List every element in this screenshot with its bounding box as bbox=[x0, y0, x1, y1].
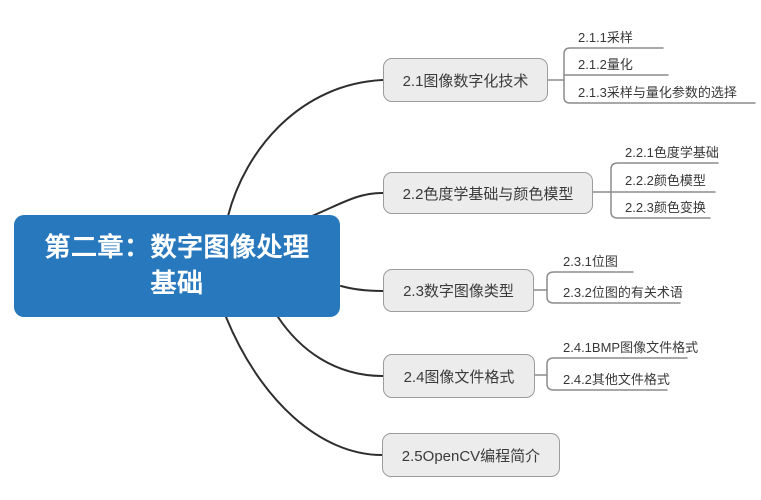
root-node[interactable]: 第二章：数字图像处理基础 bbox=[14, 215, 340, 317]
curve-root-to-branch-2-4 bbox=[277, 316, 384, 377]
leaf-node-2-3-1[interactable]: 2.3.1位图 bbox=[563, 254, 618, 269]
leaf-node-2-2-3[interactable]: 2.2.3颜色变换 bbox=[625, 200, 706, 215]
branch-node-2-4-label: 2.4图像文件格式 bbox=[403, 368, 515, 386]
curve-root-to-branch-2-5 bbox=[225, 316, 383, 456]
leaf-node-2-3-2[interactable]: 2.3.2位图的有关术语 bbox=[563, 285, 683, 300]
branch-node-2-4[interactable]: 2.4图像文件格式 bbox=[383, 354, 535, 398]
branch-node-2-1-label: 2.1图像数字化技术 bbox=[402, 72, 529, 90]
bracket-branch-2-2 bbox=[610, 162, 719, 219]
branch-node-2-2[interactable]: 2.2色度学基础与颜色模型 bbox=[383, 172, 593, 214]
leaf-node-2-1-3[interactable]: 2.1.3采样与量化参数的选择 bbox=[578, 85, 737, 100]
branch-node-2-1[interactable]: 2.1图像数字化技术 bbox=[383, 58, 548, 102]
curve-root-to-branch-2-1 bbox=[227, 79, 384, 217]
curve-root-to-branch-2-3 bbox=[340, 285, 384, 292]
leaf-node-2-4-2[interactable]: 2.4.2其他文件格式 bbox=[563, 372, 670, 387]
root-node-label: 第二章：数字图像处理基础 bbox=[44, 232, 310, 298]
curve-root-to-branch-2-2 bbox=[311, 192, 384, 217]
bracket-branch-2-4 bbox=[546, 357, 688, 391]
branch-node-2-5[interactable]: 2.5OpenCV编程简介 bbox=[382, 433, 560, 477]
leaf-node-2-1-2[interactable]: 2.1.2量化 bbox=[578, 57, 633, 72]
branch-node-2-3-label: 2.3数字图像类型 bbox=[403, 283, 514, 300]
bracket-branch-2-3 bbox=[546, 271, 681, 304]
leaf-node-2-4-1[interactable]: 2.4.1BMP图像文件格式 bbox=[563, 340, 699, 355]
branch-node-2-5-label: 2.5OpenCV编程简介 bbox=[401, 447, 541, 465]
leaf-node-2-1-1[interactable]: 2.1.1采样 bbox=[578, 30, 633, 45]
branch-node-2-2-label: 2.2色度学基础与颜色模型 bbox=[402, 185, 574, 203]
branch-node-2-3[interactable]: 2.3数字图像类型 bbox=[383, 269, 534, 312]
leaf-node-2-2-2[interactable]: 2.2.2颜色模型 bbox=[625, 173, 706, 188]
leaf-node-2-2-1[interactable]: 2.2.1色度学基础 bbox=[625, 145, 719, 160]
